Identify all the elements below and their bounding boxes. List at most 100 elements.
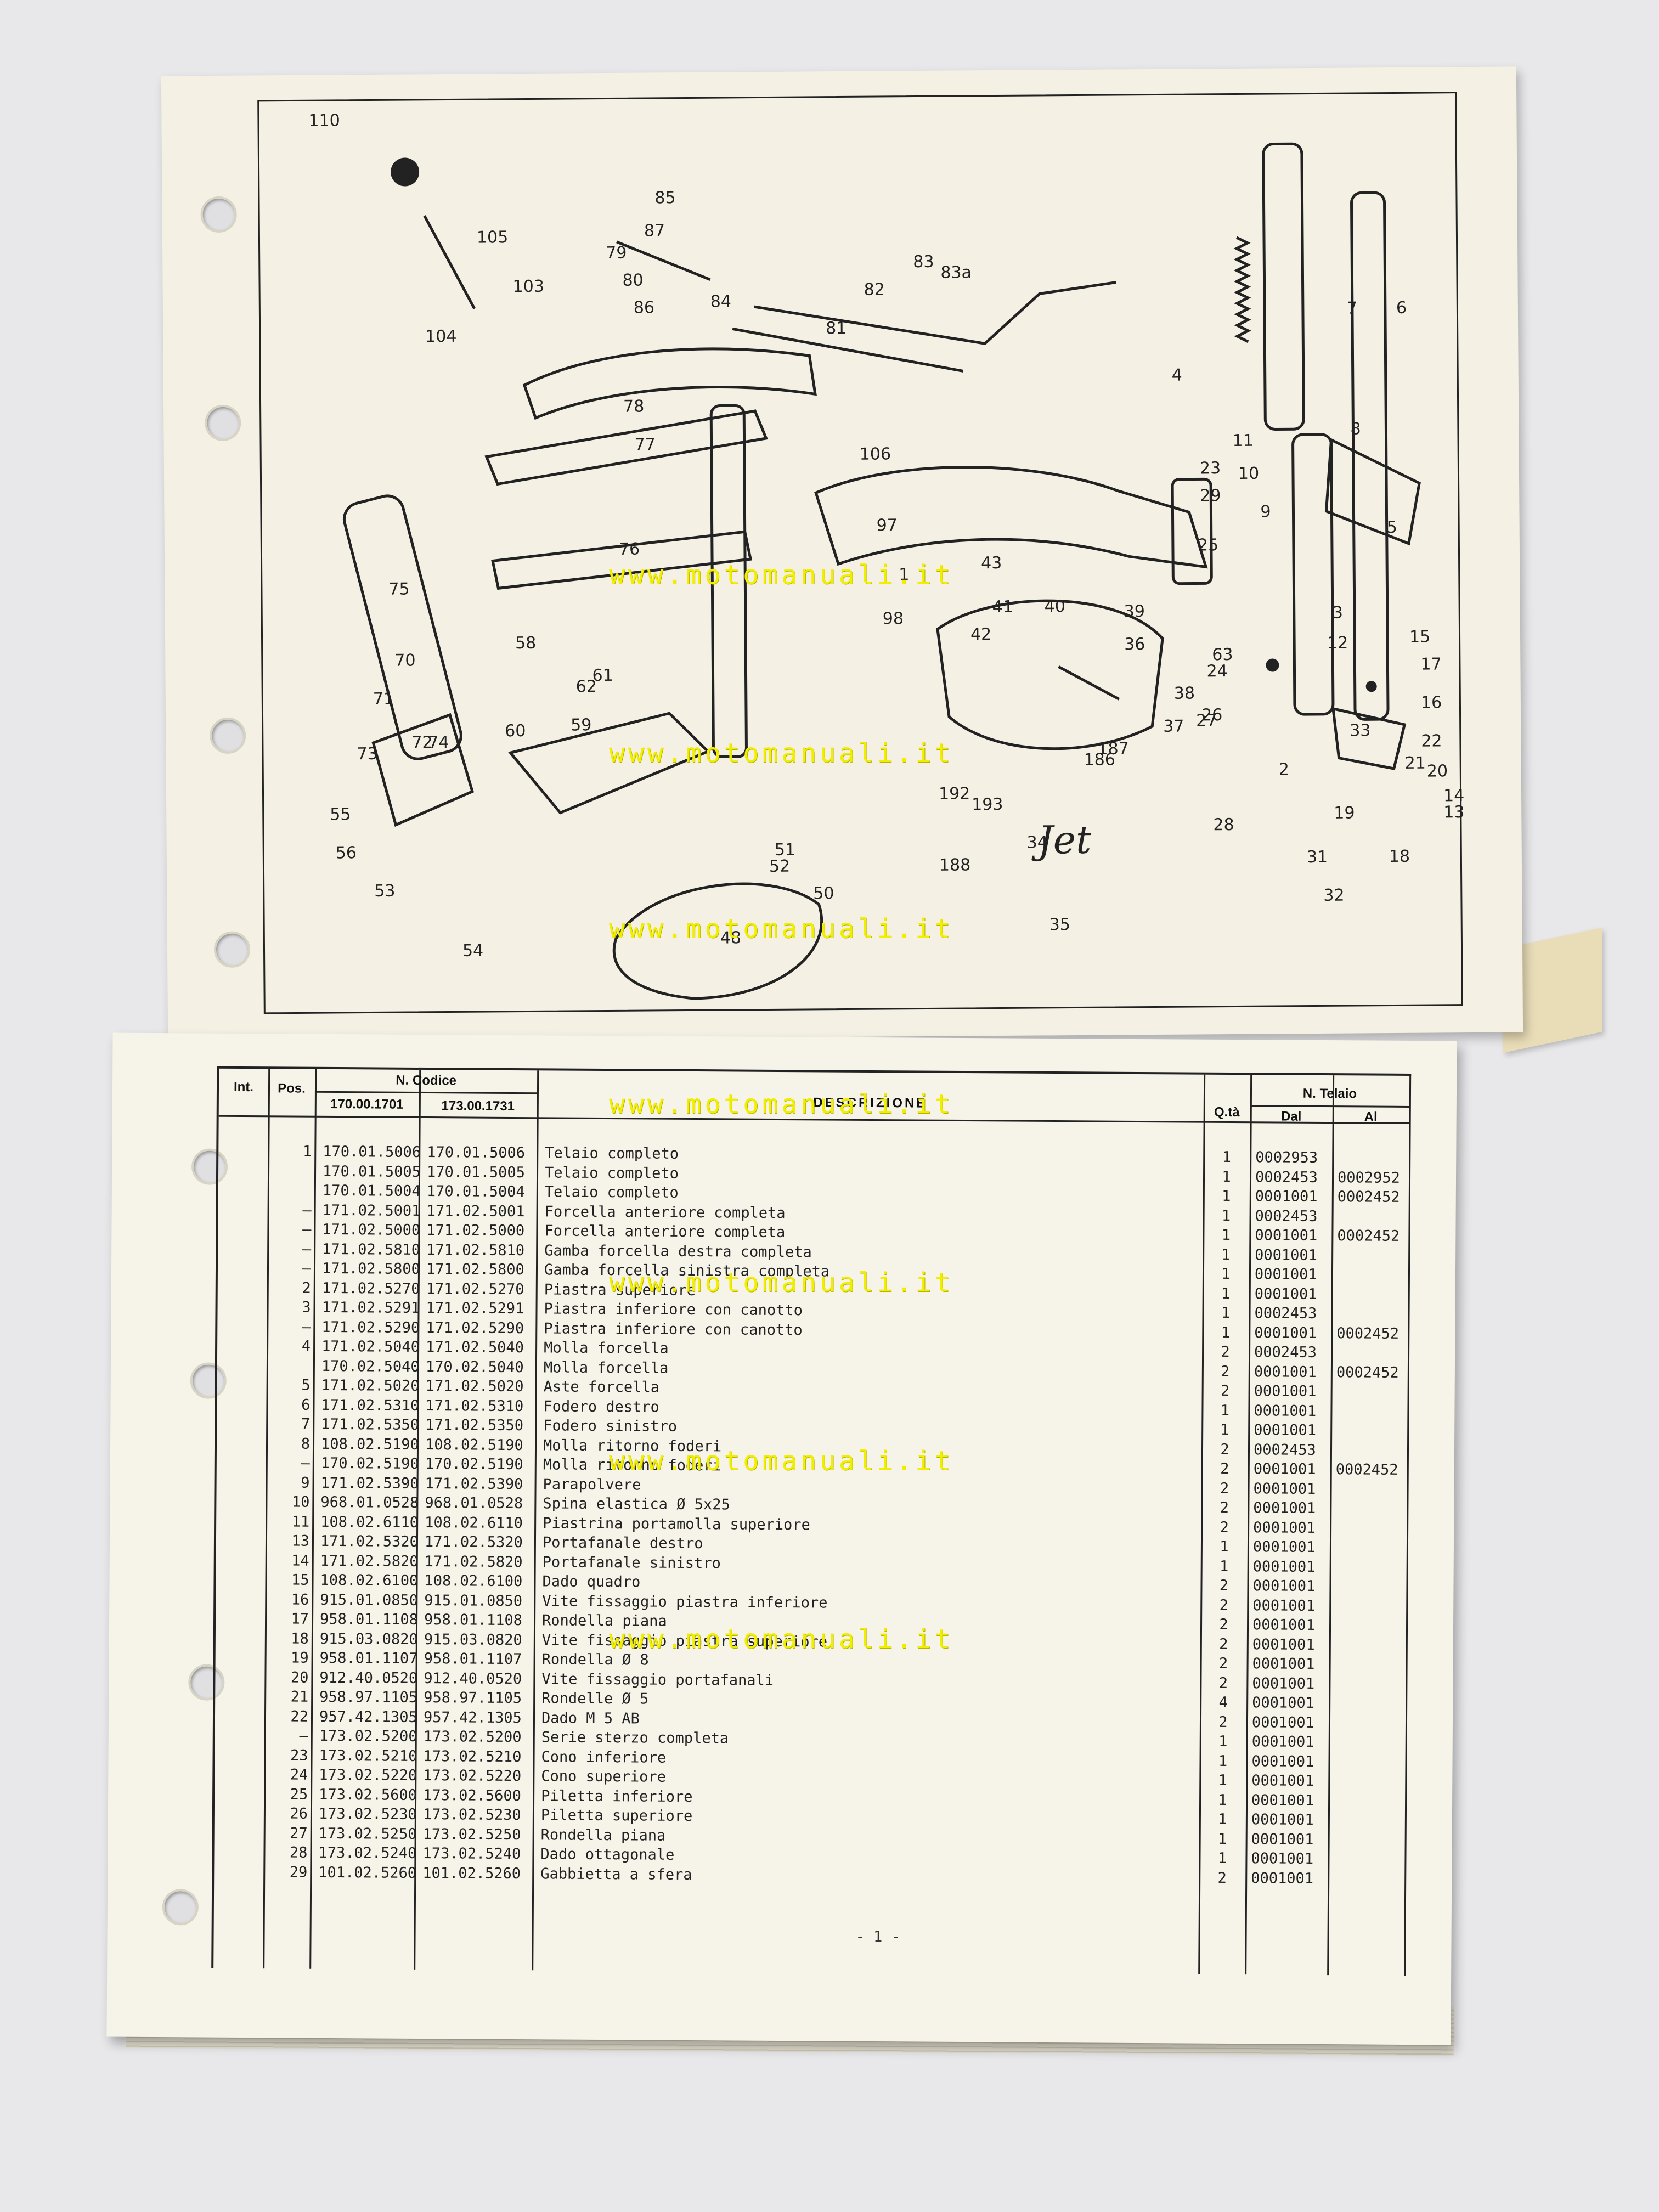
watermark: www.motomanuali.it [609, 1089, 954, 1120]
table-cell-desc: Rondelle Ø 5 [541, 1690, 649, 1708]
binder-hole [213, 931, 251, 968]
part-number-label: 110 [308, 111, 340, 130]
table-cell-code-b: 173.02.5240 [422, 1845, 521, 1863]
table-cell-qty: 1 [1217, 1830, 1227, 1848]
header-pos: Pos. [278, 1081, 306, 1096]
watermark: www.motomanuali.it [609, 1624, 954, 1655]
table-cell-code-b: 912.40.0520 [424, 1669, 522, 1688]
table-cell-al [1337, 1266, 1406, 1267]
parts-list-sheet: Int. Pos. N. Codice 170.00.1701 173.00.1… [106, 1032, 1457, 2045]
part-number-label: 28 [1213, 815, 1234, 834]
table-cell-desc: Piastrina portamolla superiore [543, 1514, 810, 1533]
table-cell-code-a: 173.02.5200 [319, 1727, 417, 1745]
header-al: Al [1364, 1109, 1378, 1125]
table-cell-pos: 5 [301, 1376, 311, 1394]
part-number-label: 25 [1198, 535, 1218, 555]
table-cell-al [1336, 1344, 1405, 1345]
table-cell-qty: 2 [1217, 1869, 1227, 1887]
part-number-label: 192 [939, 784, 970, 803]
table-cell-code-a: 171.02.5390 [320, 1474, 419, 1492]
table-cell-code-b: 958.97.1105 [424, 1689, 522, 1707]
binder-hole [200, 196, 237, 233]
part-number-label: 51 [775, 840, 795, 860]
table-cell-dal: 0001001 [1252, 1596, 1316, 1615]
header-code-b: 173.00.1731 [441, 1098, 515, 1114]
table-cell-code-a: 912.40.0520 [319, 1669, 418, 1687]
header-codice: N. Codice [396, 1073, 457, 1088]
part-number-label: 82 [864, 280, 885, 299]
table-cell-pos: 11 [291, 1513, 310, 1531]
part-number-label: 59 [571, 715, 591, 735]
table-cell-code-a: 173.02.5230 [318, 1805, 417, 1823]
part-number-label: 48 [720, 928, 741, 947]
table-cell-code-a: 171.02.5270 [321, 1279, 420, 1297]
table-cell-code-a: 170.01.5006 [323, 1143, 421, 1161]
table-cell-dal: 0001001 [1252, 1558, 1316, 1576]
table-cell-dal: 0001001 [1252, 1577, 1316, 1595]
part-number-label: 12 [1327, 634, 1348, 653]
part-number-label: 83a [940, 263, 972, 282]
part-number-label: 104 [425, 327, 457, 346]
table-cell-al: 0002452 [1336, 1324, 1400, 1342]
table-cell-qty: 1 [1219, 1558, 1229, 1575]
part-number-label: 50 [813, 884, 834, 903]
table-cell-code-a: 171.02.5000 [322, 1221, 421, 1239]
table-cell-qty: 1 [1221, 1265, 1231, 1283]
table-cell-code-a: 958.01.1108 [319, 1610, 418, 1628]
table-cell-qty: 1 [1220, 1421, 1229, 1438]
part-number-label: 21 [1405, 754, 1426, 773]
table-cell-dal: 0002953 [1255, 1149, 1318, 1166]
table-cell-desc: Aste forcella [543, 1378, 660, 1396]
table-cell-pos: 6 [301, 1396, 311, 1414]
part-number-label: 81 [826, 319, 847, 338]
table-cell-desc: Portafanale sinistro [542, 1553, 721, 1572]
table-cell-desc: Parapolvere [543, 1475, 641, 1493]
table-cell-al [1337, 1305, 1406, 1306]
table-cell-qty: 2 [1220, 1460, 1229, 1477]
part-number-label: 55 [330, 805, 351, 824]
table-cell-code-b: 170.01.5004 [426, 1183, 525, 1201]
watermark: www.motomanuali.it [609, 1267, 954, 1298]
part-number-label: 43 [981, 554, 1002, 573]
table-cell-code-b: 171.02.5820 [424, 1553, 523, 1571]
table-cell-pos: 29 [289, 1864, 308, 1881]
table-cell-dal: 0001001 [1251, 1791, 1314, 1809]
table-cell-code-a: 170.01.5004 [322, 1182, 421, 1200]
part-number-label: 5 [1387, 518, 1397, 537]
table-cell-desc: Vite fissaggio piastra inferiore [542, 1592, 828, 1612]
table-cell-qty: 1 [1218, 1733, 1228, 1750]
table-cell-desc: Forcella anteriore completa [544, 1203, 786, 1222]
table-cell-code-b: 968.01.0528 [425, 1494, 523, 1513]
table-cell-qty: 2 [1221, 1343, 1230, 1361]
table-cell-code-a: 108.02.5190 [320, 1435, 419, 1453]
table-cell-code-b: 170.02.5190 [425, 1455, 523, 1474]
table-cell-code-a: 173.02.5240 [318, 1844, 417, 1862]
table-cell-code-b: 915.01.0850 [424, 1592, 523, 1610]
table-cell-al [1336, 1383, 1405, 1384]
table-cell-pos: – [301, 1318, 311, 1336]
table-cell-al: 0002452 [1336, 1363, 1399, 1381]
table-cell-al [1334, 1714, 1403, 1715]
table-cell-qty: 2 [1220, 1499, 1229, 1516]
table-cell-qty: 1 [1218, 1752, 1228, 1770]
part-number-label: 31 [1307, 848, 1328, 867]
part-number-label: 75 [388, 580, 409, 599]
table-cell-desc: Piletta inferiore [541, 1787, 693, 1805]
table-cell-al [1338, 1149, 1406, 1150]
part-number-label: 193 [972, 795, 1003, 814]
table-cell-qty: 2 [1219, 1635, 1228, 1653]
table-cell-dal: 0001001 [1254, 1285, 1317, 1303]
table-cell-dal: 0001001 [1253, 1519, 1316, 1537]
table-cell-al [1334, 1675, 1403, 1676]
table-cell-code-a: 170.01.5005 [322, 1163, 421, 1181]
table-cell-desc: Vite fissaggio portafanali [541, 1670, 774, 1689]
table-cell-dal: 0002453 [1255, 1207, 1318, 1225]
table-cell-qty: 1 [1221, 1226, 1231, 1244]
table-cell-dal: 0001001 [1252, 1694, 1315, 1712]
table-cell-pos: 17 [291, 1610, 309, 1628]
part-number-label: 80 [622, 271, 643, 290]
part-number-label: 35 [1049, 915, 1070, 934]
table-cell-code-b: 171.02.5000 [426, 1222, 525, 1240]
part-number-label: 11 [1232, 431, 1253, 450]
table-cell-pos: 20 [290, 1669, 309, 1686]
